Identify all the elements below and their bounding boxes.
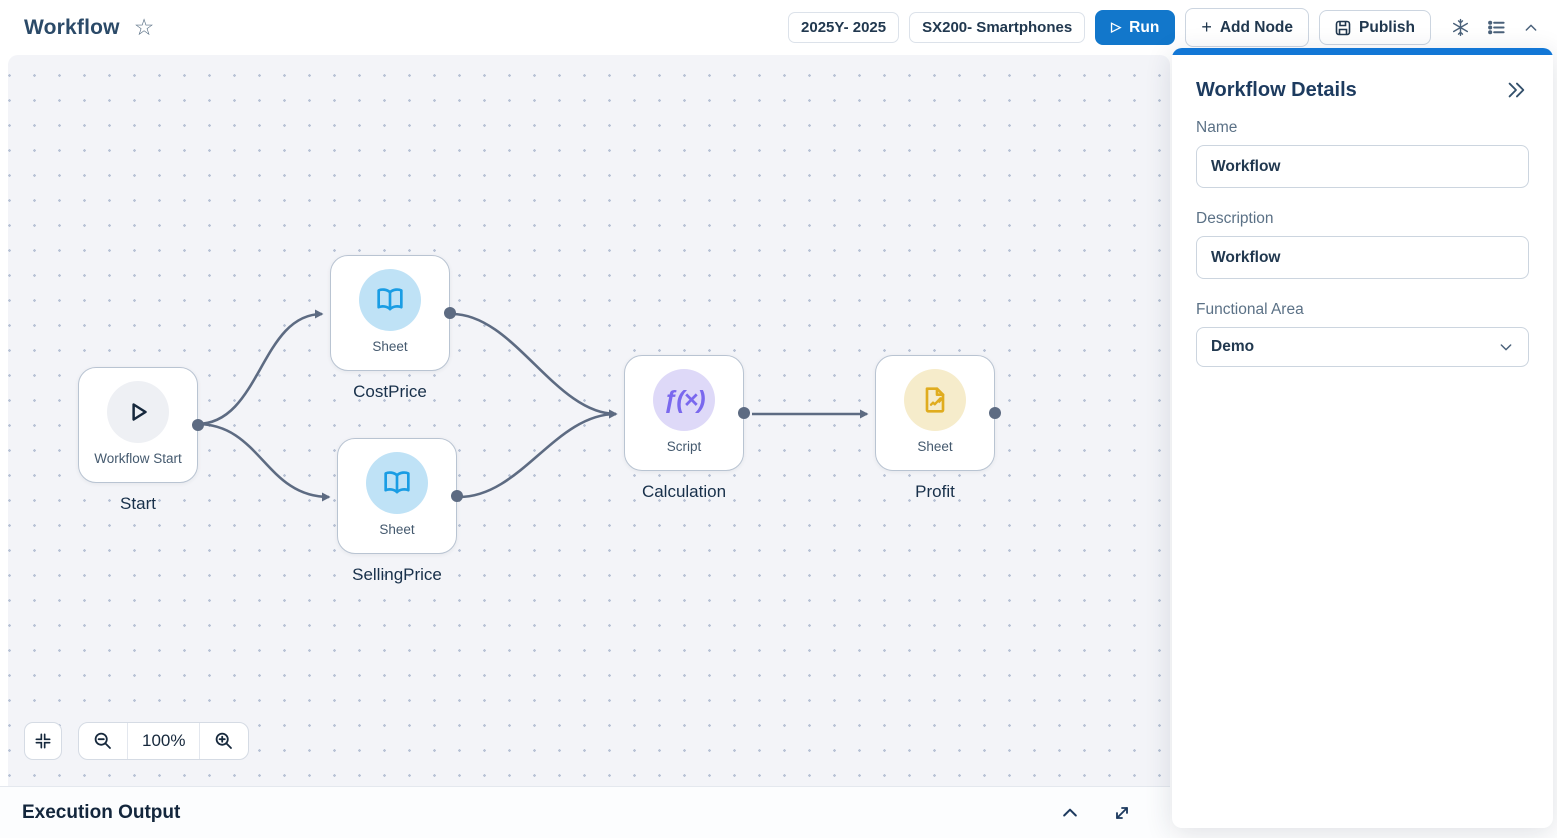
zoom-controls: 100%: [78, 722, 250, 760]
plus-icon: +: [1201, 17, 1212, 38]
output-port[interactable]: [451, 490, 463, 502]
node-type-label: Workflow Start: [94, 451, 182, 466]
node-caption: Profit: [915, 482, 955, 501]
node-type-label: Sheet: [379, 522, 415, 537]
collapse-panel-button[interactable]: [1503, 77, 1529, 103]
play-icon: ▷: [1111, 19, 1122, 35]
publish-label: Publish: [1359, 18, 1415, 36]
page-title: Workflow: [24, 15, 120, 39]
zoom-out-icon: [93, 731, 113, 751]
snowflake-icon: [1451, 18, 1470, 37]
node-profit[interactable]: Sheet Profit: [874, 355, 1001, 502]
output-port[interactable]: [444, 307, 456, 319]
node-calculation-circle: ƒ(×): [653, 369, 715, 431]
add-node-button[interactable]: + Add Node: [1185, 8, 1310, 47]
double-chevron-right-icon: [1505, 79, 1527, 101]
node-type-label: Sheet: [372, 339, 408, 354]
save-icon: [1335, 20, 1351, 36]
run-label: Run: [1129, 18, 1160, 36]
product-badge[interactable]: SX200- Smartphones: [909, 12, 1086, 43]
chevron-up-icon: [1523, 20, 1539, 36]
node-costprice-card[interactable]: Sheet: [330, 255, 456, 371]
edge-sellingprice-calculation[interactable]: [458, 409, 618, 499]
output-port[interactable]: [738, 407, 750, 419]
function-icon: ƒ(×): [663, 385, 705, 414]
workflow-details-panel: Workflow Details Name Description Functi…: [1172, 48, 1553, 828]
node-caption: SellingPrice: [352, 565, 442, 584]
chevron-up-icon: [1060, 803, 1080, 823]
node-caption: CostPrice: [353, 382, 427, 401]
chevron-down-icon: [1498, 339, 1514, 355]
zoom-in-button[interactable]: [199, 723, 248, 759]
fit-view-icon: [33, 731, 53, 751]
play-outline-icon: [123, 397, 153, 427]
collapse-header-button[interactable]: [1521, 18, 1541, 38]
node-type-label: Script: [666, 439, 702, 454]
panel-accent-bar: [1172, 48, 1553, 55]
description-input[interactable]: [1196, 236, 1529, 279]
node-costprice[interactable]: Sheet CostPrice: [329, 255, 456, 402]
workflow-canvas[interactable]: Workflow Start Start Sheet Co: [8, 55, 1170, 786]
execution-output-bar: Execution Output: [0, 786, 1170, 838]
period-badge[interactable]: 2025Y- 2025: [788, 12, 900, 43]
description-label: Description: [1196, 210, 1274, 227]
add-node-label: Add Node: [1219, 18, 1294, 36]
node-sellingprice-circle: [366, 452, 428, 514]
publish-button[interactable]: Publish: [1319, 9, 1431, 46]
zoom-in-icon: [214, 731, 234, 751]
functional-area-label: Functional Area: [1196, 301, 1304, 318]
node-sellingprice-card[interactable]: Sheet: [337, 438, 463, 554]
edge-layer: [196, 309, 869, 502]
zoom-out-button[interactable]: [79, 723, 127, 759]
node-start-card[interactable]: Workflow Start: [78, 367, 204, 483]
node-calculation[interactable]: ƒ(×) Script Calculation: [623, 355, 750, 502]
functional-area-value: Demo: [1211, 338, 1255, 355]
name-label: Name: [1196, 119, 1238, 136]
node-caption: Calculation: [641, 482, 727, 501]
expand-diagonal-icon: [1112, 803, 1132, 823]
list-view-button[interactable]: [1485, 16, 1508, 39]
node-type-label: Sheet: [917, 439, 953, 454]
name-input[interactable]: [1196, 145, 1529, 188]
execution-output-actions: [1058, 801, 1134, 825]
book-icon: [381, 467, 413, 499]
node-start-circle: [107, 381, 169, 443]
node-profit-circle: [904, 369, 966, 431]
collapse-output-button[interactable]: [1058, 801, 1082, 825]
node-start[interactable]: Workflow Start Start: [77, 367, 204, 514]
list-icon: [1487, 18, 1506, 37]
node-costprice-circle: [359, 269, 421, 331]
run-button[interactable]: ▷ Run: [1095, 9, 1176, 46]
panel-title: Workflow Details: [1196, 78, 1357, 101]
functional-area-select[interactable]: Demo: [1196, 327, 1529, 367]
expand-output-button[interactable]: [1110, 801, 1134, 825]
favorite-button[interactable]: ☆: [134, 16, 155, 39]
edge-start-sellingprice[interactable]: [196, 422, 331, 502]
edge-start-costprice[interactable]: [196, 309, 324, 426]
star-icon: ☆: [133, 14, 155, 40]
node-sellingprice[interactable]: Sheet SellingPrice: [336, 438, 463, 585]
node-caption: Start: [120, 494, 156, 513]
node-profit-card[interactable]: Sheet: [875, 355, 1001, 471]
header-actions: 2025Y- 2025 SX200- Smartphones ▷ Run + A…: [788, 8, 1541, 47]
document-edit-icon: [919, 384, 951, 416]
zoom-level: 100%: [127, 723, 199, 759]
edge-costprice-calculation[interactable]: [451, 312, 618, 419]
header-icon-group: [1449, 16, 1541, 39]
snowflake-button[interactable]: [1449, 16, 1472, 39]
node-calculation-card[interactable]: ƒ(×) Script: [624, 355, 750, 471]
fit-view-button[interactable]: [24, 722, 62, 760]
output-port[interactable]: [989, 407, 1001, 419]
execution-output-title: Execution Output: [22, 801, 181, 823]
top-header: Workflow ☆ 2025Y- 2025 SX200- Smartphone…: [0, 0, 1557, 55]
output-port[interactable]: [192, 419, 204, 431]
book-icon: [374, 284, 406, 316]
